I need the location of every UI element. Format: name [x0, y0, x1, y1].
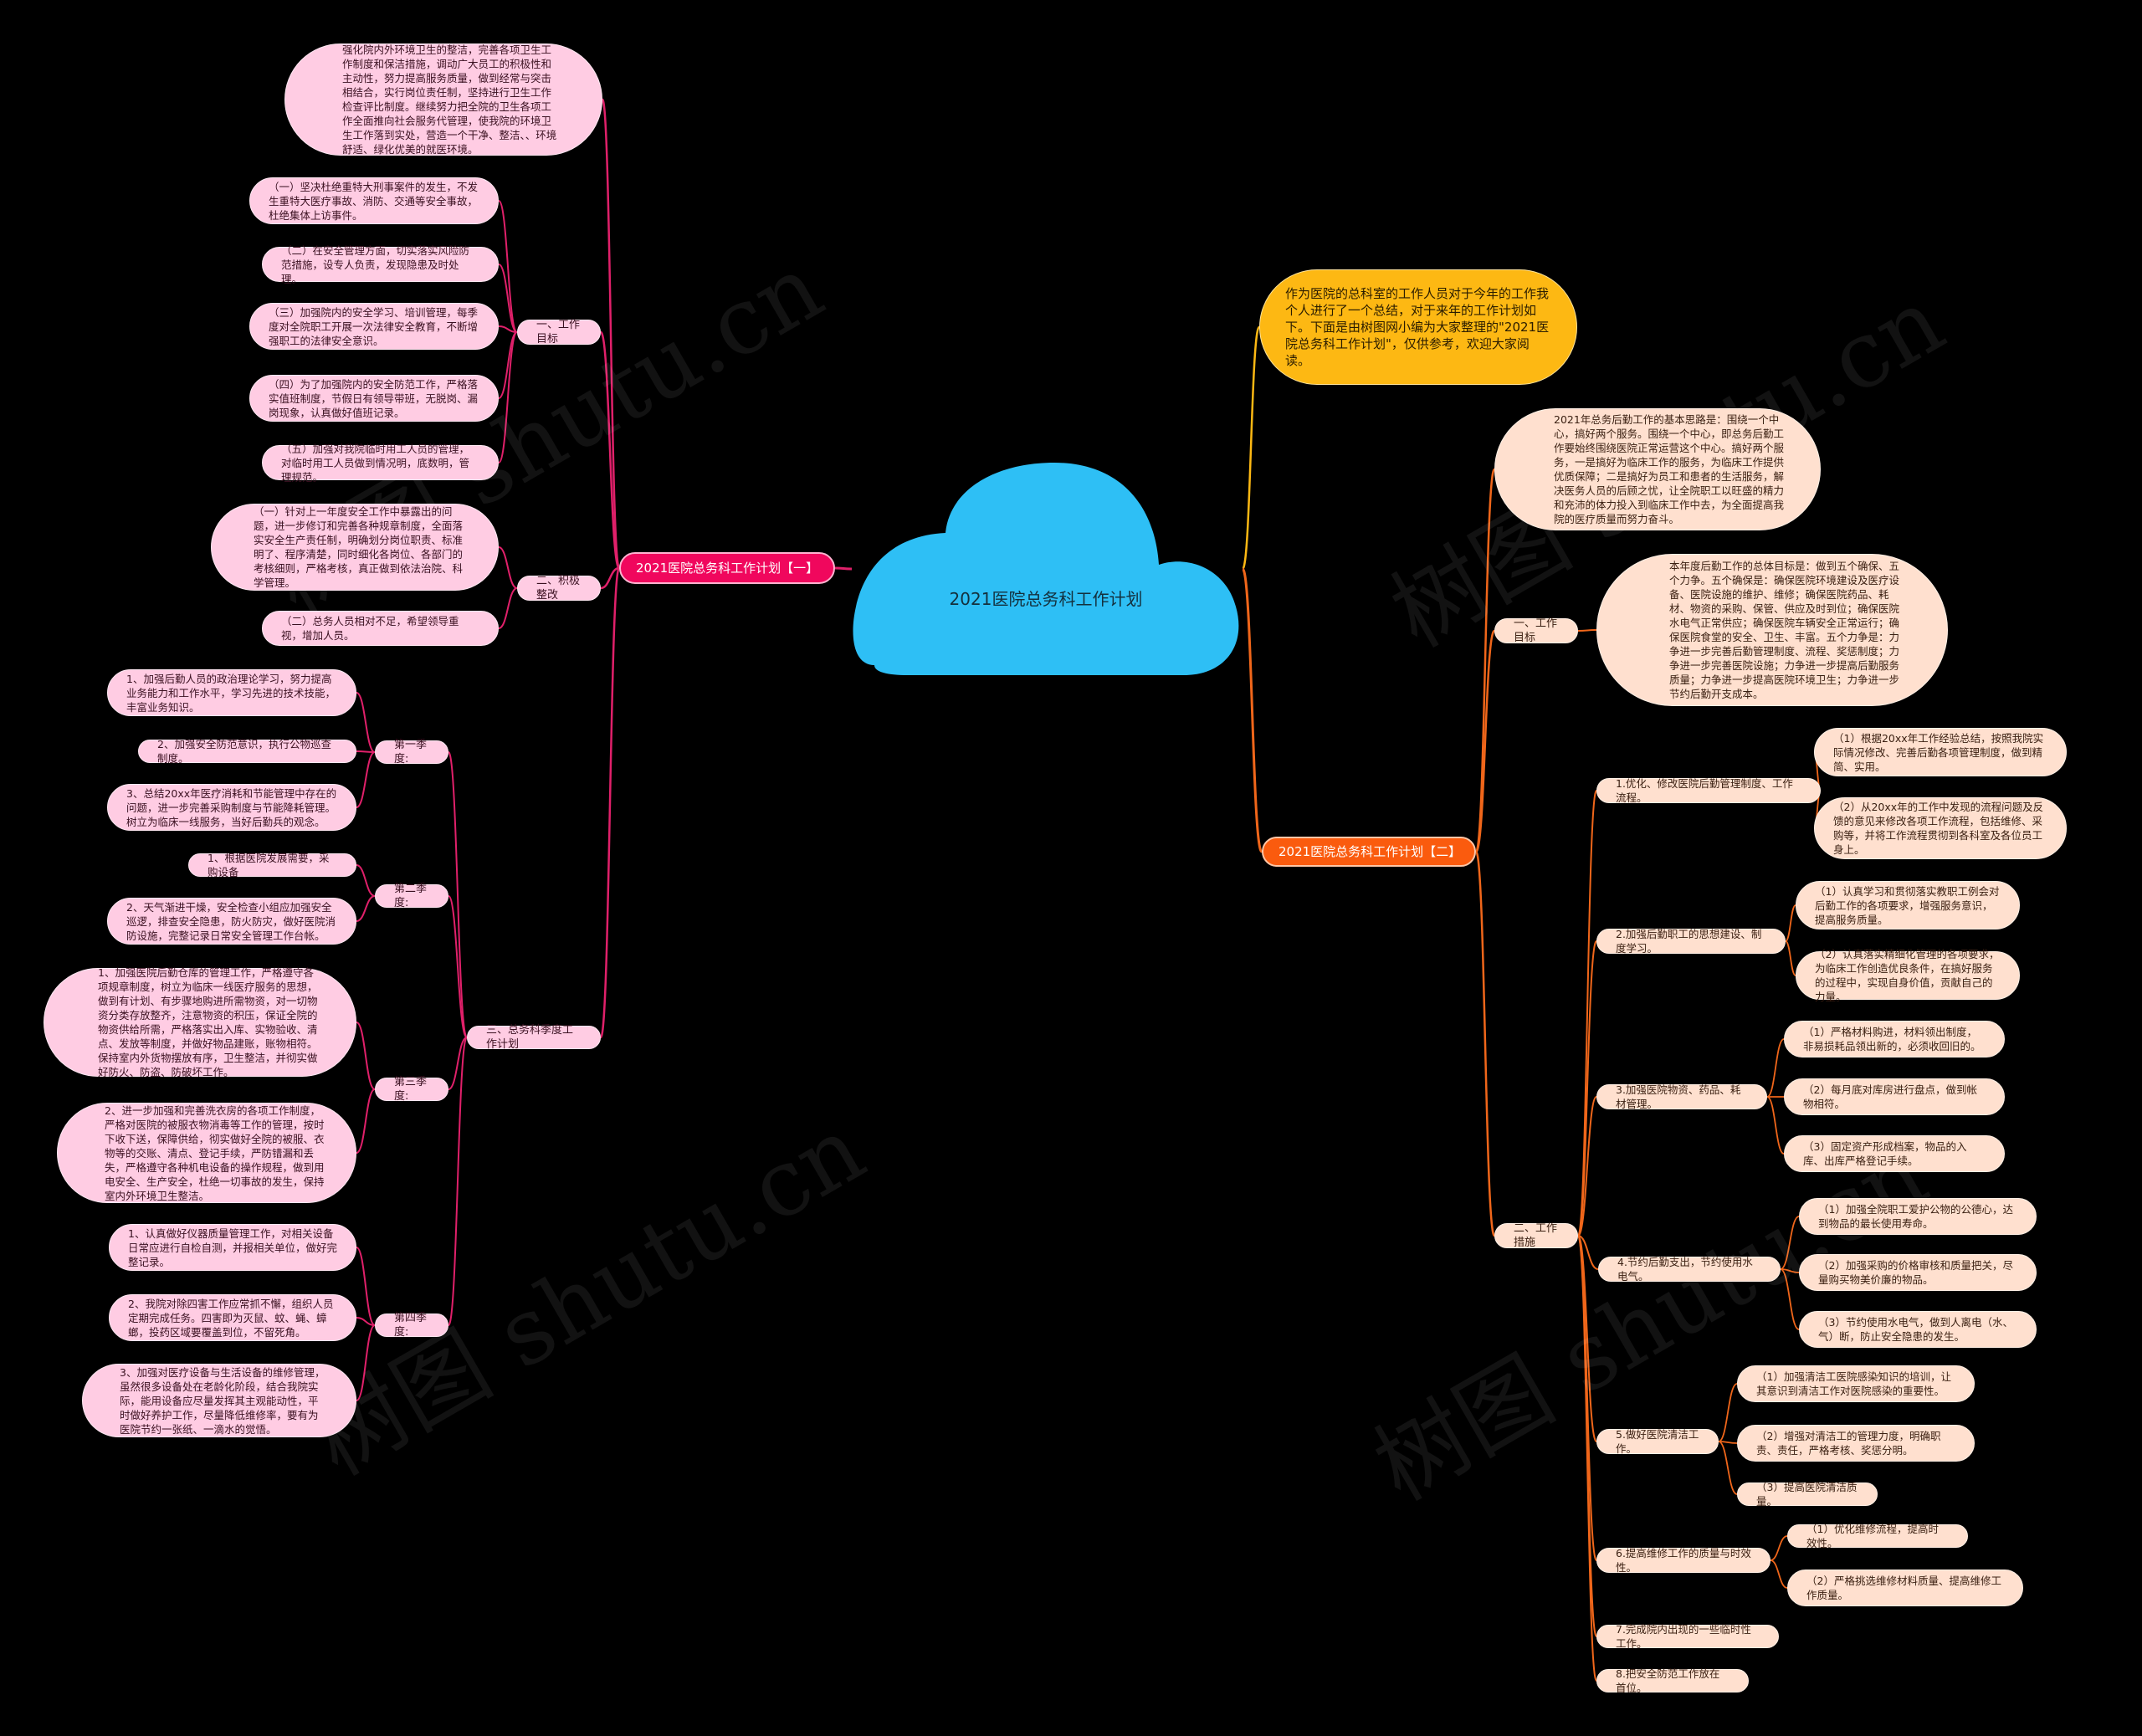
connector-line	[356, 895, 376, 922]
connector-line	[498, 546, 518, 589]
connector-line	[1474, 629, 1496, 853]
quarter-1-node[interactable]: 第一季度:	[375, 739, 448, 766]
connector-line	[1785, 904, 1796, 942]
measure-sub-item[interactable]: （1）加强全院职工爱护公物的公德心，达到物品的最长使用寿命。	[1799, 1198, 2037, 1235]
connector-line	[1718, 1441, 1738, 1444]
measure-sub-item[interactable]: （1）加强清洁工医院感染知识的培训，让其意识到清洁工作对医院感染的重要性。	[1737, 1365, 1975, 1402]
connector-line	[1718, 1383, 1738, 1442]
connector-line	[498, 325, 518, 333]
quarter-item[interactable]: 3、加强对医疗设备与生活设备的维修管理，虽然很多设备处在老龄化阶段，结合我院实际…	[82, 1364, 356, 1437]
rectify-item[interactable]: （一）针对上一年度安全工作中暴露出的问题，进一步修订和完善各种规章制度，全面落实…	[211, 504, 499, 591]
branch-2-node[interactable]: 2021医院总务科工作计划【二】	[1262, 837, 1476, 867]
connector-line	[448, 1037, 468, 1090]
central-topic-cloud-icon[interactable]	[849, 456, 1243, 682]
goal-item[interactable]: （一）坚决杜绝重特大刑事案件的发生，不发生重特大医疗事故、消防、交通等安全事故，…	[249, 177, 499, 224]
connector-line	[1718, 1441, 1738, 1495]
connector-line	[1770, 1535, 1788, 1561]
connector-line	[498, 587, 518, 629]
connector-line	[1474, 850, 1496, 1237]
connector-line	[1577, 940, 1597, 1237]
connector-line	[1577, 790, 1597, 1237]
measure-sub-item[interactable]: （2）从20xx年的工作中发现的流程问题及反馈的意见来修改各项工作流程，包括维修…	[1814, 797, 2067, 859]
connector-line	[356, 1088, 376, 1154]
branch-1-label: 2021医院总务科工作计划【一】	[636, 560, 819, 576]
quarter-item[interactable]: 1、加强后勤人员的政治理论学习，努力提高业务能力和工作水平，学习先进的技术技能，…	[107, 669, 356, 716]
connector-line	[1766, 1096, 1785, 1155]
connector-line	[356, 1317, 376, 1326]
connector-line	[1770, 1559, 1788, 1589]
measure-sub-item[interactable]: （3）节约使用水电气，做到人离电（水、气）断，防止安全隐患的发生。	[1799, 1311, 2037, 1348]
branch-1-goals-node[interactable]: 一、工作目标	[517, 319, 601, 346]
measure-item[interactable]: 7.完成院内出现的一些临时性工作。	[1596, 1623, 1779, 1650]
measure-sub-item[interactable]: （2）增强对清洁工的管理力度，明确职责、责任，严格考核、奖惩分明。	[1737, 1425, 1975, 1462]
connector-line	[498, 200, 518, 333]
branch-2-top-note[interactable]: 2021年总务后勤工作的基本思路是：围绕一个中心，搞好两个服务。围绕一个中心，即…	[1494, 408, 1821, 530]
connector-line	[599, 566, 621, 1039]
goal-item[interactable]: （四）为了加强院内的安全防范工作，严格落实值班制度，节假日有领导带班，无脱岗、漏…	[249, 375, 499, 422]
quarter-3-node[interactable]: 第三季度:	[375, 1076, 448, 1103]
branch-2-label: 2021医院总务科工作计划【二】	[1279, 843, 1462, 859]
measure-sub-item[interactable]: （1）严格材料购进，材料领出制度，非易损耗品领出新的，必须收回旧的。	[1784, 1021, 2005, 1057]
goal-item[interactable]: （二）在安全管理方面，切实落实风险防范措施，设专人负责，发现隐患及时处理。	[262, 244, 499, 285]
connector-line	[356, 1022, 376, 1090]
goal-item[interactable]: （五）加强对我院临时用工人员的管理，对临时用工人员做到情况明，底数明，管理规范。	[262, 443, 499, 484]
quarter-item[interactable]: 2、我院对除四害工作应常抓不懈，组织人员定期完成任务。四害即为灭鼠、蚊、蝇、蟑螂…	[109, 1294, 356, 1341]
central-topic-title[interactable]: 2021医院总务科工作计划	[949, 589, 1143, 609]
measure-sub-item[interactable]: （2）加强采购的价格审核和质量把关，尽量购买物美价廉的物品。	[1799, 1254, 2037, 1291]
quarter-item[interactable]: 2、加强安全防范意识，执行公物巡查制度。	[138, 738, 356, 765]
branch-1-top-note[interactable]: 强化院内外环境卫生的整洁，完善各项卫生工作制度和保洁措施，调动广大员工的积极性和…	[284, 44, 602, 156]
branch-2-measures-node[interactable]: 二、工作措施	[1494, 1222, 1578, 1249]
connector-line	[1577, 1235, 1599, 1270]
connector-line	[1241, 567, 1263, 853]
measure-item[interactable]: 1.优化、修改医院后勤管理制度、工作流程。	[1596, 777, 1821, 804]
goal-item[interactable]: （三）加强院内的安全学习、培训管理，每季度对全院职工开展一次法律安全教育，不断增…	[249, 303, 499, 350]
measure-item[interactable]: 5.做好医院清洁工作。	[1596, 1428, 1719, 1455]
measure-item[interactable]: 4.节约后勤支出，节约使用水电气。	[1598, 1256, 1781, 1283]
quarter-2-node[interactable]: 第二季度:	[375, 883, 448, 909]
measure-item[interactable]: 6.提高维修工作的质量与时效性。	[1596, 1547, 1770, 1574]
measure-item[interactable]: 2.加强后勤职工的思想建设、制度学习。	[1596, 928, 1786, 955]
branch-1-node[interactable]: 2021医院总务科工作计划【一】	[619, 552, 835, 584]
connector-line	[1785, 940, 1796, 976]
branch-2-goals-node[interactable]: 一、工作目标	[1494, 617, 1578, 644]
quarter-item[interactable]: 3、总结20xx年医疗消耗和节能管理中存在的问题，进一步完善采购制度与节能降耗管…	[107, 784, 356, 831]
connector-line	[600, 566, 620, 590]
connector-line	[356, 1247, 376, 1326]
connector-line	[356, 751, 376, 808]
quarter-4-node[interactable]: 第四季度:	[375, 1312, 448, 1339]
quarter-item[interactable]: 1、认真做好仪器质量管理工作，对相关设备日常应进行自检自测，并报相关单位，做好完…	[109, 1224, 356, 1271]
measure-sub-item[interactable]: （1）根据20xx年工作经验总结，按照我院实际情况修改、完善后勤各项管理制度，做…	[1814, 728, 2067, 776]
measure-sub-item[interactable]: （3）提高医院清洁质量。	[1737, 1481, 1878, 1508]
connector-line	[356, 692, 376, 753]
quarter-item[interactable]: 2、天气渐进干燥，安全检查小组应加强安全巡逻，排查安全隐患，防火防灾，做好医院消…	[107, 898, 356, 945]
connector-line	[448, 751, 468, 1038]
measure-sub-item[interactable]: （1）认真学习和贯彻落实教职工例会对后勤工作的各项要求，增强服务意识，提高服务质…	[1796, 881, 2020, 929]
connector-line	[498, 264, 518, 333]
branch-1-quarterly-node[interactable]: 三、总务科季度工作计划	[467, 1024, 601, 1051]
measure-item[interactable]: 3.加强医院物资、药品、耗材管理。	[1596, 1083, 1767, 1110]
measure-sub-item[interactable]: （2）严格挑选维修材料质量、提高维修工作质量。	[1787, 1570, 2023, 1606]
intro-text: 作为医院的总科室的工作人员对于今年的工作我个人进行了一个总结，对于来年的工作计划…	[1285, 286, 1550, 368]
connector-line	[1577, 1096, 1597, 1237]
connector-line	[1577, 629, 1597, 632]
goals-text-node[interactable]: 本年度后勤工作的总体目标是：做到五个确保、五个力争。五个确保是：确保医院环境建设…	[1596, 554, 1948, 706]
connector-line	[1241, 325, 1261, 571]
intro-node[interactable]: 作为医院的总科室的工作人员对于今年的工作我个人进行了一个总结，对于来年的工作计划…	[1259, 269, 1577, 385]
measure-sub-item[interactable]: （2）认真落实精细化管理的各项要求，为临床工作创造优良条件，在搞好服务的过程中，…	[1796, 948, 2020, 1003]
connector-line	[448, 895, 468, 1038]
measure-sub-item[interactable]: （2）每月底对库房进行盘点，做到帐物相符。	[1784, 1078, 2005, 1115]
branch-1-rectify-node[interactable]: 二、积极整改	[517, 575, 601, 602]
measure-sub-item[interactable]: （1）优化维修流程，提高时效性。	[1787, 1523, 1968, 1549]
measure-sub-item[interactable]: （3）固定资产形成档案，物品的入库、出库严格登记手续。	[1784, 1135, 2005, 1172]
rectify-item[interactable]: （二）总务人员相对不足，希望领导重视，增加人员。	[262, 611, 499, 646]
measure-item[interactable]: 8.把安全防范工作放在首位。	[1596, 1667, 1749, 1694]
watermark: 树图 shutu.cn	[295, 1095, 882, 1496]
quarter-item[interactable]: 2、进一步加强和完善洗衣房的各项工作制度，严格对医院的被服衣物消毒等工作的管理，…	[57, 1103, 356, 1203]
connector-line	[1766, 1038, 1785, 1098]
quarter-item[interactable]: 1、加强医院后勤仓库的管理工作，严格遵守各项规章制度，树立为临床一线医疗服务的思…	[44, 966, 356, 1078]
connector-line	[356, 750, 376, 753]
quarter-item[interactable]: 1、根据医院发展需要，采购设备	[188, 852, 356, 878]
connector-line	[356, 864, 376, 897]
